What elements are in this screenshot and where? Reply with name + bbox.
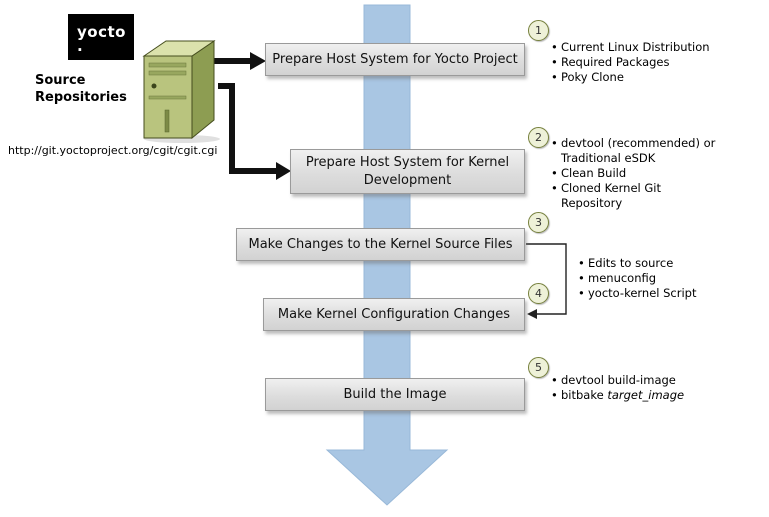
- bullet-item: bitbake target_image: [550, 388, 750, 403]
- server-to-step1-arrow: [213, 52, 266, 70]
- server-tower-icon: [142, 40, 220, 143]
- step-box-build-image: Build the Image: [265, 378, 525, 411]
- step5-bullet-list: devtool build-image bitbake target_image: [550, 373, 750, 403]
- steps-3-4-shared-bullet-list: Edits to source menuconfig yocto-kernel …: [577, 256, 757, 301]
- step-box-make-config-changes: Make Kernel Configuration Changes: [263, 298, 525, 331]
- bullet-item: Cloned Kernel Git Repository: [550, 181, 718, 211]
- bullet-item: Required Packages: [550, 55, 762, 70]
- bullet-item: menuconfig: [577, 271, 757, 286]
- bullet-text: Current Linux Distribution: [561, 40, 710, 54]
- bullet-text-italic: target_image: [607, 388, 685, 402]
- bullet-text: yocto-kernel Script: [588, 286, 697, 300]
- bullet-item: Clean Build: [550, 166, 718, 181]
- bullet-text: menuconfig: [588, 271, 657, 285]
- step-box-prepare-host-kernel: Prepare Host System for Kernel Developme…: [290, 149, 525, 194]
- step-number-4: 4: [528, 283, 549, 304]
- step2-bullet-list: devtool (recommended) or Traditional eSD…: [550, 136, 718, 211]
- step-number-1: 1: [528, 20, 549, 41]
- bullet-item: Poky Clone: [550, 70, 762, 85]
- bullet-item: Current Linux Distribution: [550, 40, 762, 55]
- step1-bullet-list: Current Linux Distribution Required Pack…: [550, 40, 762, 85]
- bullet-text: Edits to source: [588, 256, 674, 270]
- bullet-item: Edits to source: [577, 256, 757, 271]
- yocto-logo-wordmark: yocto ·: [77, 23, 126, 59]
- steps-3-4-bracket: [526, 243, 567, 319]
- yocto-logo-subtitle: PROJECT: [93, 60, 132, 66]
- bullet-text: Required Packages: [561, 55, 670, 69]
- bullet-item: devtool build-image: [550, 373, 750, 388]
- yocto-logo: yocto · PROJECT: [68, 14, 134, 66]
- source-repositories-label: Source Repositories: [35, 73, 127, 105]
- bullet-item: devtool (recommended) or Traditional eSD…: [550, 136, 718, 166]
- bullet-text: Clean Build: [561, 166, 627, 180]
- bullet-item: yocto-kernel Script: [577, 286, 757, 301]
- step-number-3: 3: [528, 212, 549, 233]
- bullet-text: devtool build-image: [561, 373, 676, 387]
- source-repository-url: http://git.yoctoproject.org/cgit/cgit.cg…: [8, 144, 218, 157]
- bullet-text: devtool (recommended) or Traditional eSD…: [561, 136, 716, 165]
- bullet-text: Poky Clone: [561, 70, 624, 84]
- server-to-step2-arrow: [218, 83, 291, 180]
- bullet-text: Cloned Kernel Git Repository: [561, 181, 661, 210]
- step-number-5: 5: [528, 357, 549, 378]
- step-number-2: 2: [528, 127, 549, 148]
- step-box-make-source-changes: Make Changes to the Kernel Source Files: [236, 228, 525, 261]
- step-box-prepare-host-yocto: Prepare Host System for Yocto Project: [265, 43, 525, 76]
- bullet-text: bitbake: [561, 388, 608, 402]
